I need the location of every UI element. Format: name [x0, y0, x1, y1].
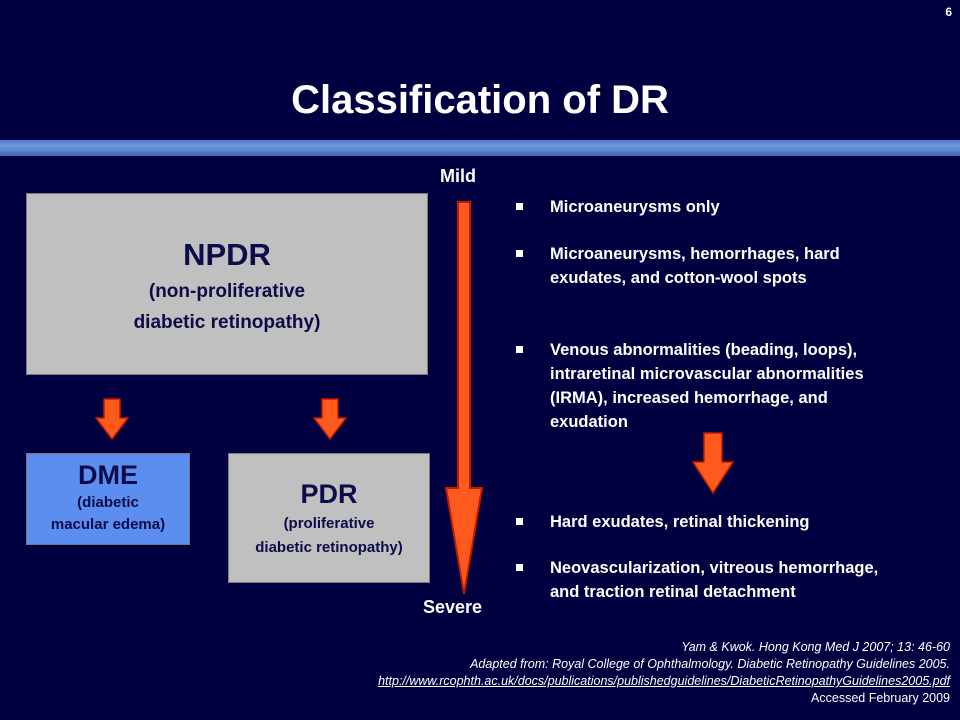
dme-subtitle-line2: macular edema): [50, 516, 166, 533]
severity-severe-label: Severe: [423, 597, 483, 617]
citation-line1: Yam & Kwok. Hong Kong Med J 2007; 13: 46…: [681, 640, 950, 654]
severity-arrow-icon: [444, 201, 484, 595]
list-item: Venous abnormalities (beading, loops), i…: [516, 338, 896, 434]
npdr-box: NPDR (non-proliferative diabetic retinop…: [26, 193, 428, 375]
citation-line2: Adapted from: Royal College of Ophthalmo…: [470, 657, 950, 671]
npdr-subtitle-line2: diabetic retinopathy): [133, 312, 321, 333]
npdr-heading: NPDR: [183, 237, 271, 272]
dme-subtitle-line1: (diabetic: [77, 494, 139, 511]
list-item-text: Microaneurysms, hemorrhages, hard exudat…: [550, 245, 840, 287]
list-item: Hard exudates, retinal thickening: [516, 510, 896, 534]
list-item: Neovascularization, vitreous hemorrhage,…: [516, 556, 896, 604]
progression-arrow-icon: [692, 432, 734, 494]
dme-heading: DME: [78, 460, 138, 490]
dme-box: DME (diabetic macular edema): [26, 453, 190, 545]
citation: Yam & Kwok. Hong Kong Med J 2007; 13: 46…: [250, 639, 950, 707]
arrow-npdr-to-dme-icon: [95, 398, 129, 440]
list-item: Microaneurysms only: [516, 195, 896, 219]
bullet-marker-icon: [516, 203, 523, 210]
list-item-text: Microaneurysms only: [550, 198, 720, 216]
pdr-subtitle-line2: diabetic retinopathy): [255, 539, 403, 556]
pdr-subtitle-line1: (proliferative: [283, 515, 375, 532]
slide-number: 6: [945, 5, 952, 19]
bullet-marker-icon: [516, 518, 523, 525]
citation-accessed: Accessed February 2009: [811, 691, 950, 705]
citation-link[interactable]: http://www.rcophth.ac.uk/docs/publicatio…: [378, 674, 950, 688]
bullet-marker-icon: [516, 346, 523, 353]
arrow-npdr-to-pdr-icon: [313, 398, 347, 440]
list-item: Microaneurysms, hemorrhages, hard exudat…: [516, 242, 896, 290]
title-bar: [0, 140, 960, 156]
bullet-marker-icon: [516, 250, 523, 257]
bullet-marker-icon: [516, 564, 523, 571]
list-item-text: Venous abnormalities (beading, loops), i…: [550, 341, 864, 431]
list-item-text: Hard exudates, retinal thickening: [550, 513, 810, 531]
slide-title: Classification of DR: [291, 78, 669, 122]
pdr-box: PDR (proliferative diabetic retinopathy): [228, 453, 430, 583]
npdr-subtitle-line1: (non-proliferative: [148, 281, 306, 302]
list-item-text: Neovascularization, vitreous hemorrhage,…: [550, 559, 879, 601]
severity-mild-label: Mild: [440, 166, 476, 186]
pdr-heading: PDR: [300, 479, 358, 509]
